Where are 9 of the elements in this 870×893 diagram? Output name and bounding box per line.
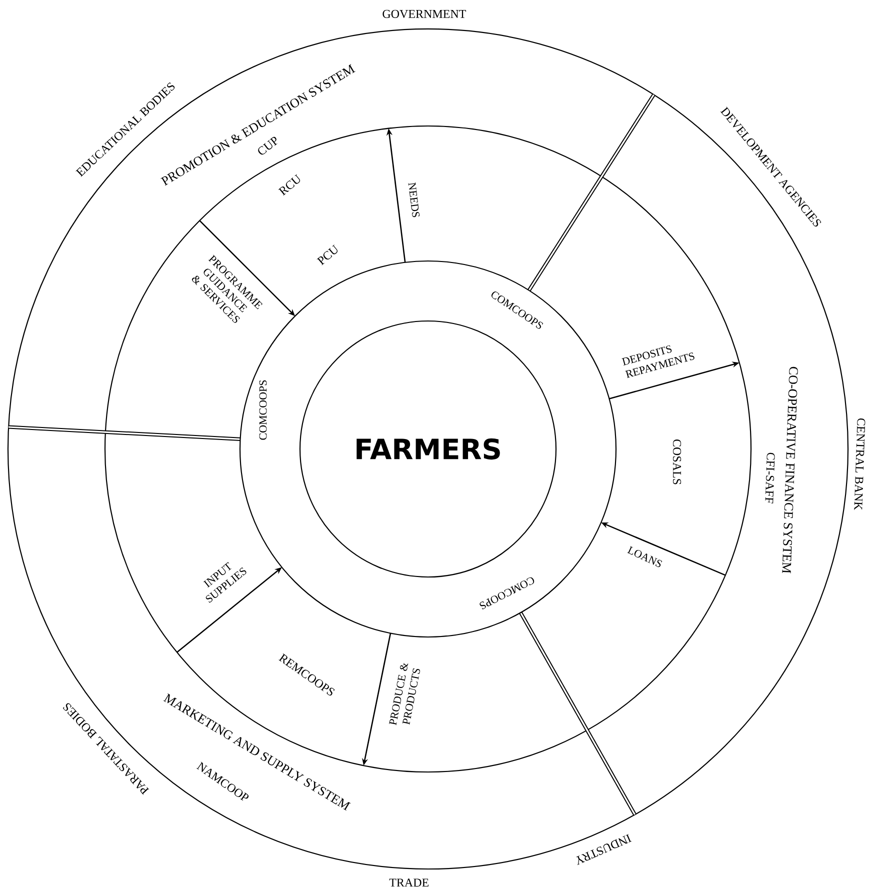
sector-label: COSALS bbox=[672, 439, 682, 484]
sector-heading: CO-OPERATIVE FINANCE SYSTEM bbox=[782, 366, 798, 574]
outer-label: TRADE bbox=[389, 878, 428, 887]
edge-label: PRODUCE & PRODUCTS bbox=[389, 662, 420, 726]
sector-label: CUP bbox=[258, 136, 278, 155]
outer-label: CENTRAL BANK bbox=[854, 418, 866, 510]
outer-label: GOVERNMENT bbox=[382, 10, 466, 18]
sector-label: CFI-SAFF bbox=[765, 452, 775, 504]
edge-label: NEEDS bbox=[408, 182, 420, 218]
